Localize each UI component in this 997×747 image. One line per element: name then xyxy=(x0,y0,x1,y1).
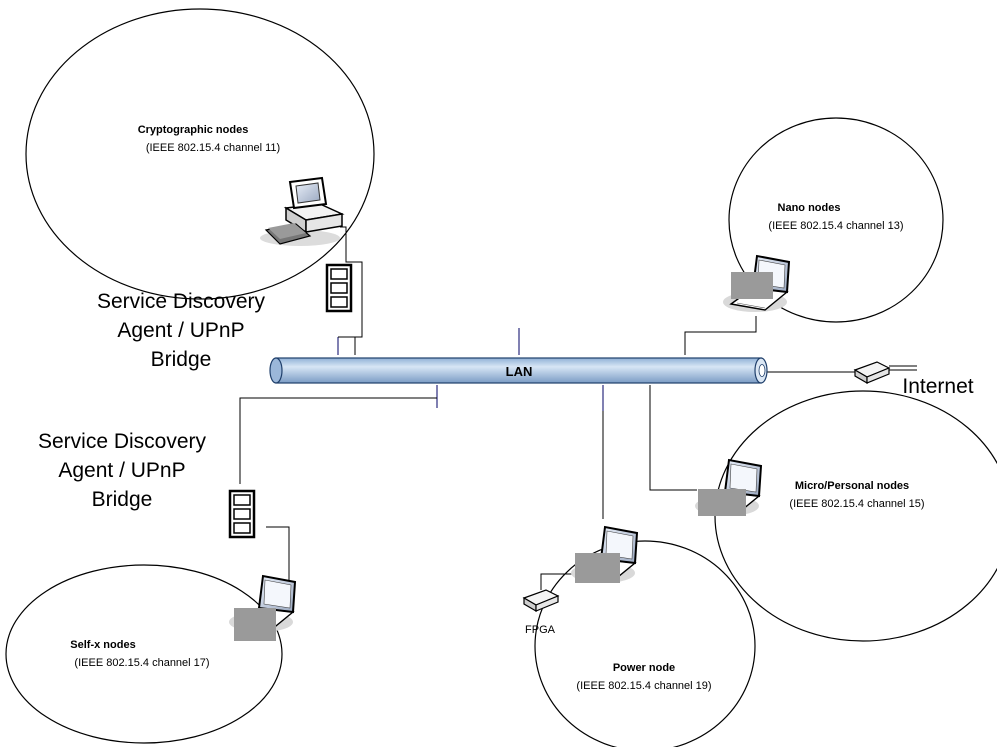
internet-router-icon xyxy=(854,361,890,384)
zone-micro-personal xyxy=(714,390,997,642)
screen-placeholders xyxy=(234,272,773,641)
zone-subtitle: (IEEE 802.15.4 channel 17) xyxy=(74,657,209,669)
bridge-label-line: Bridge xyxy=(151,348,212,371)
zone-subtitle: (IEEE 802.15.4 channel 13) xyxy=(768,220,903,232)
zone-subtitle: (IEEE 802.15.4 channel 11) xyxy=(146,142,280,154)
zone-title: Cryptographic nodes xyxy=(138,124,249,136)
server-rack-icon xyxy=(228,489,256,539)
zone-title: Micro/Personal nodes xyxy=(795,480,909,492)
desktop-computer-icon xyxy=(260,176,345,246)
internet-label: Internet xyxy=(902,375,973,398)
zone-title: Nano nodes xyxy=(778,202,841,214)
zone-title: Self-x nodes xyxy=(70,639,135,651)
bridge-label-line: Agent / UPnP xyxy=(58,459,185,482)
fpga-label: FPGA xyxy=(525,624,556,636)
zone-title: Power node xyxy=(613,662,675,674)
bridge-label-line: Service Discovery xyxy=(38,430,207,453)
server-rack-icon xyxy=(325,263,353,313)
fpga-board-icon xyxy=(523,589,559,612)
lan-pipe xyxy=(269,357,768,384)
bridge-label-line: Bridge xyxy=(92,488,153,511)
zone-nano xyxy=(728,117,944,323)
zone-cryptographic xyxy=(25,8,375,300)
zone-self-x xyxy=(5,564,283,744)
connection-lines xyxy=(239,226,858,592)
zone-subtitle: (IEEE 802.15.4 channel 19) xyxy=(576,680,711,692)
zone-subtitle: (IEEE 802.15.4 channel 15) xyxy=(789,498,924,510)
bridge-label-line: Agent / UPnP xyxy=(117,319,244,342)
bridge-label-line: Service Discovery xyxy=(97,290,266,313)
zone-power xyxy=(534,540,756,747)
lan-label: LAN xyxy=(506,364,533,379)
